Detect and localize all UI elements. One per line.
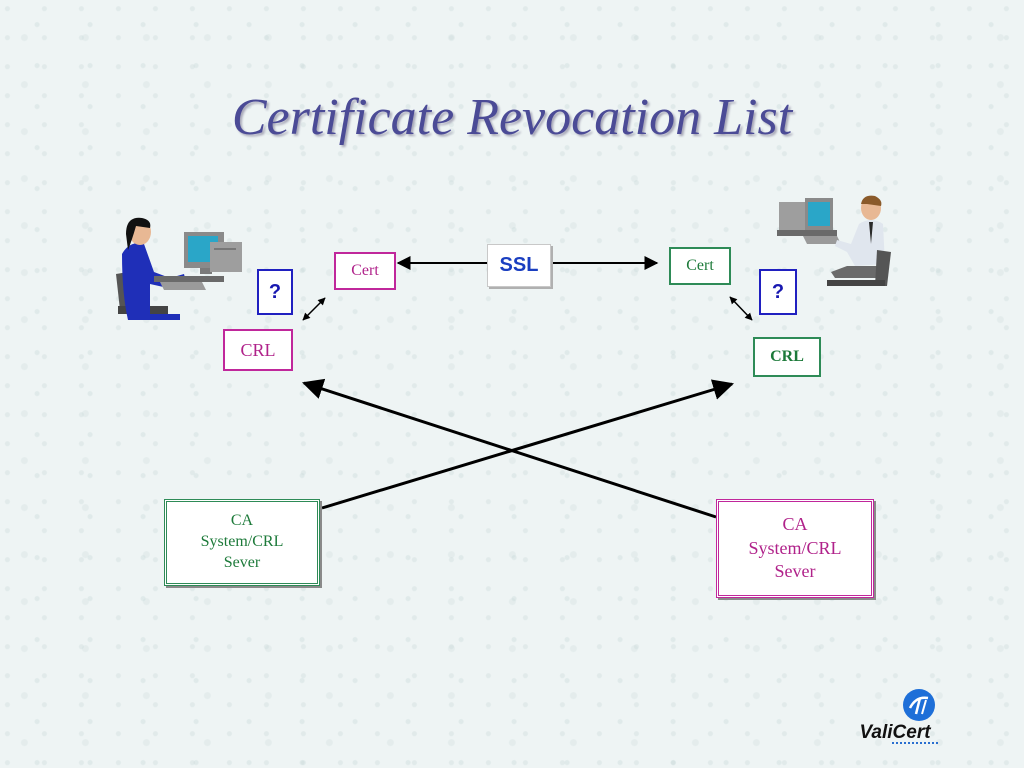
valicert-logo: ValiCert: [840, 688, 950, 748]
pink-server-to-left-crl-line: [302, 378, 717, 519]
green-server-line3: Sever: [223, 553, 261, 571]
right-cert-crl-arrow: [729, 296, 753, 321]
valicert-logo-text: ValiCert: [859, 722, 931, 743]
left-question-box: ?: [257, 269, 293, 315]
green-server-line1: CA: [230, 512, 254, 530]
pink-server-line3: Sever: [774, 561, 816, 582]
right-question-label: ?: [771, 280, 785, 303]
right-crl-label: CRL: [770, 348, 804, 365]
left-crl-label: CRL: [240, 339, 276, 360]
valicert-logo-icon: [903, 689, 935, 721]
right-crl-box: CRL: [753, 337, 821, 377]
right-cert-box: Cert: [669, 247, 731, 285]
ssl-channel-box: SSL: [487, 244, 551, 287]
left-crl-box: CRL: [223, 329, 293, 371]
right-question-box: ?: [759, 269, 797, 315]
pink-server-line1: CA: [782, 514, 808, 535]
pink-server-line2: System/CRL: [748, 537, 842, 558]
right-cert-label: Cert: [686, 257, 714, 274]
green-server-line2: System/CRL: [200, 533, 284, 551]
left-cert-label: Cert: [351, 262, 379, 279]
left-question-label: ?: [268, 280, 282, 303]
valicert-logo-underline: [892, 742, 938, 746]
page-title: Certificate Revocation List: [231, 89, 793, 146]
left-user-computer-illustration: [116, 217, 242, 320]
green-server-to-right-crl-line: [321, 379, 735, 510]
left-cert-box: Cert: [334, 252, 396, 290]
left-cert-crl-arrow: [302, 297, 326, 321]
ssl-label: SSL: [499, 254, 539, 276]
green-ca-server-box: CA System/CRL Sever: [164, 499, 320, 586]
pink-ca-server-box: CA System/CRL Sever: [716, 499, 874, 598]
right-user-computer-illustration: [777, 195, 891, 286]
